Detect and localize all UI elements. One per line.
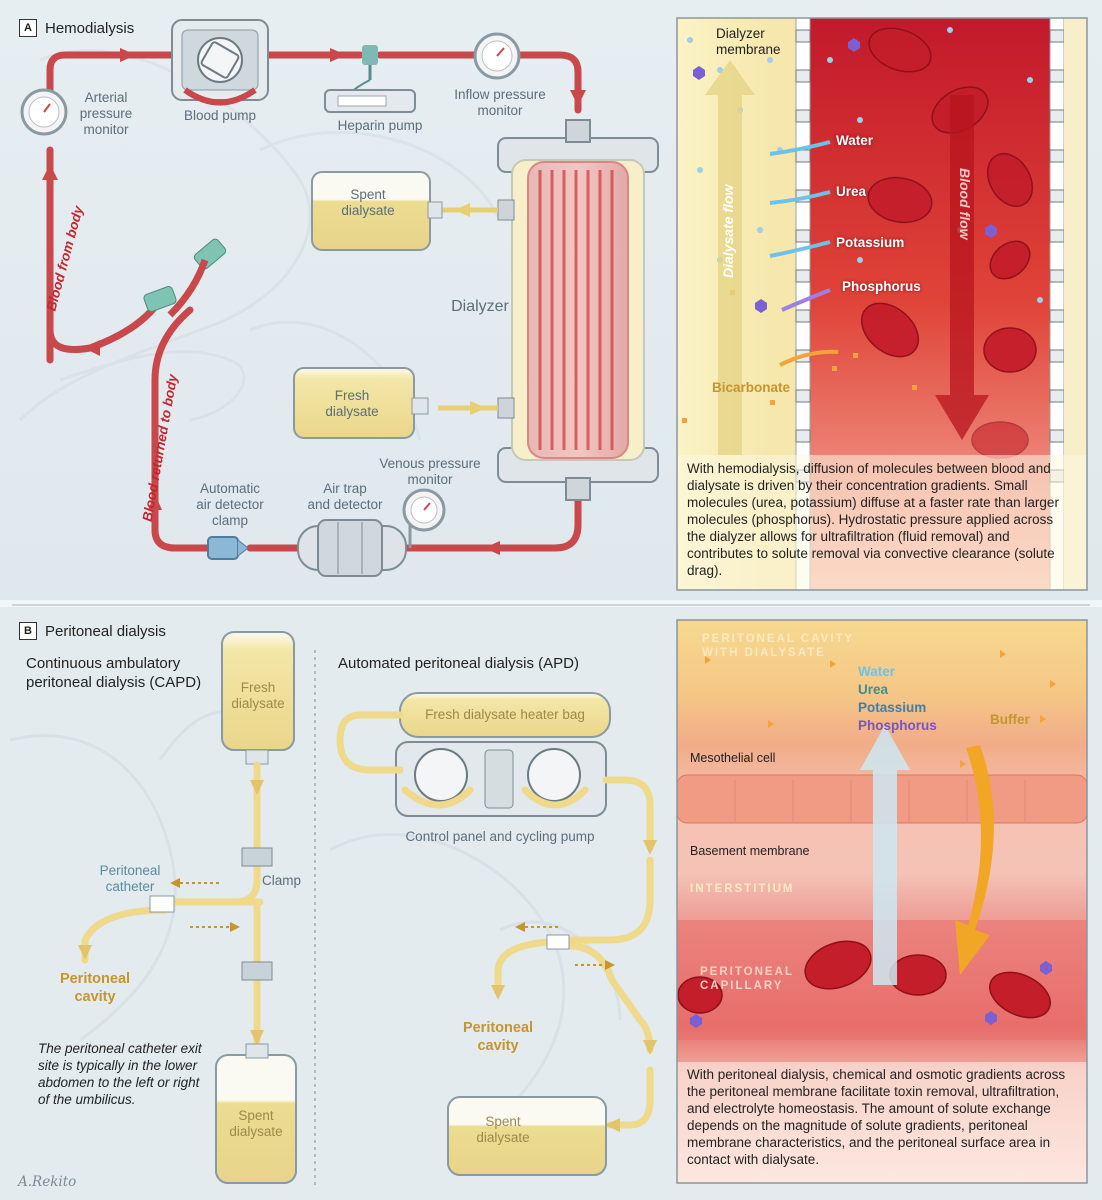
label-fresh-dialysate-a: Fresh dialysate [298, 388, 406, 420]
capd-note: The peritoneal catheter exit site is typ… [38, 1040, 203, 1108]
label-potassium-a: Potassium [836, 235, 936, 251]
label-water-b: Water [858, 664, 948, 680]
label-phosphorus-a: Phosphorus [842, 279, 942, 295]
label-spent-dialysate-capd: Spent dialysate [216, 1108, 296, 1140]
panel-b-title: Peritoneal dialysis [45, 623, 166, 640]
label-heater-bag: Fresh dialysate heater bag [405, 707, 605, 723]
panel-b-badge: B [19, 622, 37, 640]
artist-signature: A.Rekito [18, 1174, 98, 1190]
label-clamp: Clamp [262, 873, 322, 889]
label-buffer: Buffer [990, 712, 1050, 728]
label-auto-clamp: Automatic air detector clamp [180, 481, 280, 529]
label-peritoneal-catheter: Peritoneal catheter [85, 863, 175, 895]
peritoneal-caption: With peritoneal dialysis, chemical and o… [687, 1066, 1072, 1168]
blood-pump-drawing [172, 20, 268, 103]
label-peritoneal-cavity-left: Peritoneal cavity [45, 970, 145, 1006]
label-blood-pump: Blood pump [170, 108, 270, 124]
label-dialyzer-membrane: Dialyzer membrane [716, 26, 806, 58]
label-peritoneal-cavity-inset: PERITONEAL CAVITY WITH DIALYSATE [702, 632, 882, 660]
label-water-a: Water [836, 133, 896, 149]
label-interstitium: INTERSTITIUM [690, 882, 840, 896]
label-potassium-b: Potassium [858, 700, 958, 716]
label-arterial-monitor: Arterial pressure monitor [66, 90, 146, 138]
label-control-panel: Control panel and cycling pump [380, 829, 620, 845]
label-peritoneal-capillary: PERITONEAL CAPILLARY [700, 965, 820, 993]
label-air-trap: Air trap and detector [290, 481, 400, 513]
label-peritoneal-cavity-right: Peritoneal cavity [448, 1019, 548, 1055]
arterial-pressure-monitor-drawing [22, 90, 66, 134]
hemodialysis-caption: With hemodialysis, diffusion of molecule… [687, 460, 1059, 579]
capd-title: Continuous ambulatory peritoneal dialysi… [26, 654, 246, 692]
label-basement-membrane: Basement membrane [690, 843, 830, 859]
label-heparin-pump: Heparin pump [325, 118, 435, 134]
apd-title: Automated peritoneal dialysis (APD) [338, 654, 598, 673]
panel-a-header: A Hemodialysis [19, 19, 134, 37]
panel-a-badge: A [19, 19, 37, 37]
air-trap-drawing [298, 520, 406, 576]
label-phosphorus-b: Phosphorus [858, 718, 958, 734]
label-spent-dialysate-apd: Spent dialysate [458, 1114, 548, 1146]
label-fresh-dialysate-capd: Fresh dialysate [222, 680, 294, 712]
label-urea-a: Urea [836, 184, 896, 200]
label-urea-b: Urea [858, 682, 948, 698]
label-blood-flow: Blood flow [957, 168, 973, 268]
label-bicarbonate: Bicarbonate [712, 380, 812, 396]
label-dialyzer: Dialyzer [440, 299, 520, 315]
panel-b-header: B Peritoneal dialysis [19, 622, 166, 640]
label-mesothelial-cell: Mesothelial cell [690, 750, 810, 766]
label-inflow-monitor: Inflow pressure monitor [440, 87, 560, 119]
dialyzer-drawing [498, 120, 658, 500]
label-dialysate-flow: Dialysate flow [720, 158, 736, 278]
inflow-pressure-monitor-drawing [475, 34, 519, 78]
label-spent-dialysate-a: Spent dialysate [318, 187, 418, 219]
panel-a-title: Hemodialysis [45, 20, 134, 37]
